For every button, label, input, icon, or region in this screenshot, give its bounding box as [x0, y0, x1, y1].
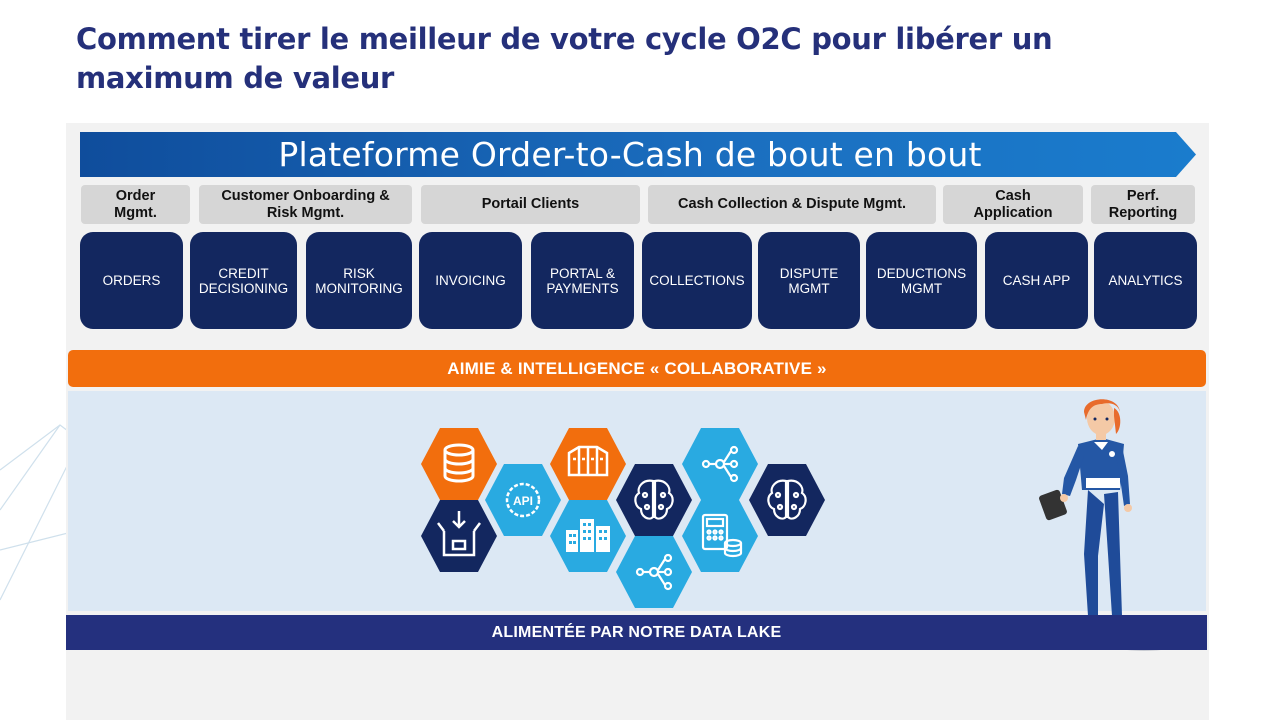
calculator-icon — [682, 500, 758, 572]
module-collections[interactable]: COLLECTIONS — [642, 232, 752, 329]
buildings-icon — [550, 500, 626, 572]
product-box-icon — [421, 500, 497, 572]
page-title: Comment tirer le meilleur de votre cycle… — [76, 22, 1053, 95]
banner-title: Plateforme Order-to-Cash de bout en bout — [278, 135, 982, 174]
category-perf-reporting: Perf. Reporting — [1091, 185, 1195, 224]
module-analytics[interactable]: ANALYTICS — [1094, 232, 1197, 329]
category-cash-collection: Cash Collection & Dispute Mgmt. — [648, 185, 936, 224]
category-cash-application: Cash Application — [943, 185, 1083, 224]
banner-arrow-shape — [80, 132, 1196, 177]
module-orders[interactable]: ORDERS — [80, 232, 183, 329]
ai-brain-icon — [749, 464, 825, 536]
category-portail-clients: Portail Clients — [421, 185, 640, 224]
api-icon: API — [485, 464, 561, 536]
platform-banner: Plateforme Order-to-Cash de bout en bout — [80, 132, 1196, 177]
data-lake-bar: ALIMENTÉE PAR NOTRE DATA LAKE — [66, 615, 1207, 650]
api-label: API — [513, 494, 533, 508]
server-icon — [550, 428, 626, 500]
module-deductions-mgmt[interactable]: DEDUCTIONS MGMT — [866, 232, 977, 329]
network-icon — [682, 428, 758, 500]
module-credit-decisioning[interactable]: CREDIT DECISIONING — [190, 232, 297, 329]
ai-collaborative-bar: AIMIE & INTELLIGENCE « COLLABORATIVE » — [68, 350, 1206, 387]
category-order-mgmt: Order Mgmt. — [81, 185, 190, 224]
module-portal-payments[interactable]: PORTAL & PAYMENTS — [531, 232, 634, 329]
ai-brain-icon — [616, 464, 692, 536]
database-icon — [421, 428, 497, 500]
module-invoicing[interactable]: INVOICING — [419, 232, 522, 329]
module-risk-monitoring[interactable]: RISK MONITORING — [306, 232, 412, 329]
network-icon — [616, 536, 692, 608]
module-dispute-mgmt[interactable]: DISPUTE MGMT — [758, 232, 860, 329]
module-cash-app[interactable]: CASH APP — [985, 232, 1088, 329]
category-customer-onboarding: Customer Onboarding & Risk Mgmt. — [199, 185, 412, 224]
